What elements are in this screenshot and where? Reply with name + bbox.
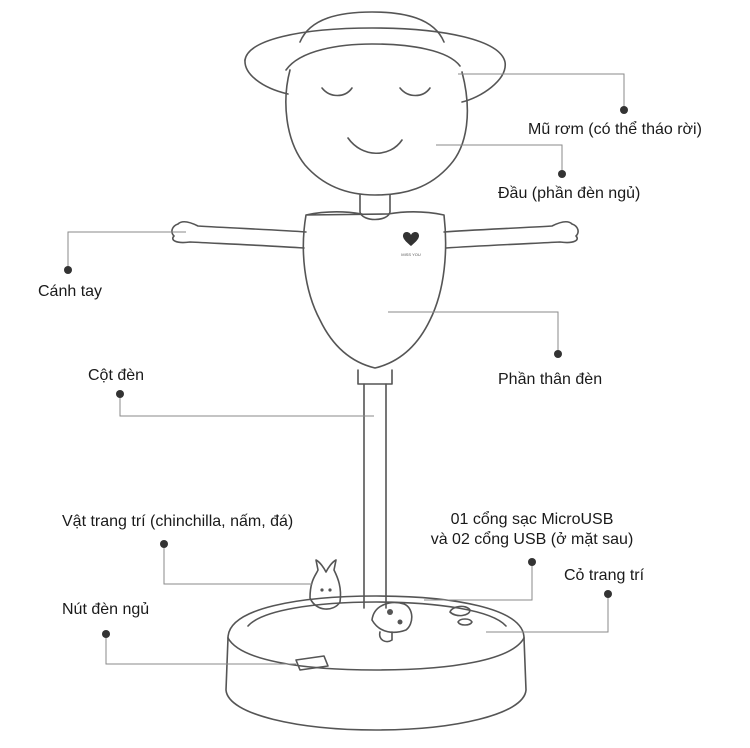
leader-button <box>105 634 296 665</box>
label-ports-line1: 01 cổng sạc MicroUSB <box>450 511 614 528</box>
label-arm: Cánh tay <box>38 283 103 300</box>
stone <box>449 605 471 617</box>
label-hat: Mũ rơm (có thể tháo rời) <box>528 121 702 138</box>
leader-grass <box>486 594 609 633</box>
right-eye <box>399 87 431 97</box>
label-body: Phần thân đèn <box>498 371 603 388</box>
label-button: Nút đèn ngủ <box>62 601 150 618</box>
base-top <box>227 595 525 639</box>
label-ports-line2: và 02 cổng USB (ở mặt sau) <box>430 531 634 548</box>
body-outline <box>302 211 447 369</box>
pole <box>363 383 387 609</box>
base-side <box>225 637 527 731</box>
leader-body <box>388 311 559 352</box>
smile <box>347 137 403 154</box>
left-eye <box>321 87 353 97</box>
leader-decor <box>163 544 312 585</box>
leader-pole <box>119 394 374 417</box>
logo-text: MISS YOU <box>401 252 421 257</box>
hat-brim <box>244 27 506 103</box>
leader-ports <box>424 562 533 601</box>
mushroom-cap <box>371 601 413 634</box>
label-decor: Vật trang trí (chinchilla, nấm, đá) <box>62 513 294 530</box>
neck <box>359 194 391 221</box>
button <box>295 655 329 671</box>
label-ports: 01 cổng sạc MicroUSB và 02 cổng USB (ở m… <box>412 510 652 550</box>
mushroom-stem <box>378 631 393 643</box>
leader-arm <box>67 231 186 268</box>
right-arm <box>443 221 579 249</box>
label-pole: Cột đèn <box>88 367 145 384</box>
left-arm <box>171 221 307 249</box>
leader-hat <box>458 73 625 108</box>
logo-heart <box>402 231 420 246</box>
label-head: Đầu (phần đèn ngủ) <box>498 185 641 202</box>
leader-head <box>436 144 563 172</box>
label-grass: Cỏ trang trí <box>564 567 645 584</box>
chinchilla <box>309 559 342 610</box>
head-outline <box>285 69 469 196</box>
hat-crown <box>299 11 445 43</box>
